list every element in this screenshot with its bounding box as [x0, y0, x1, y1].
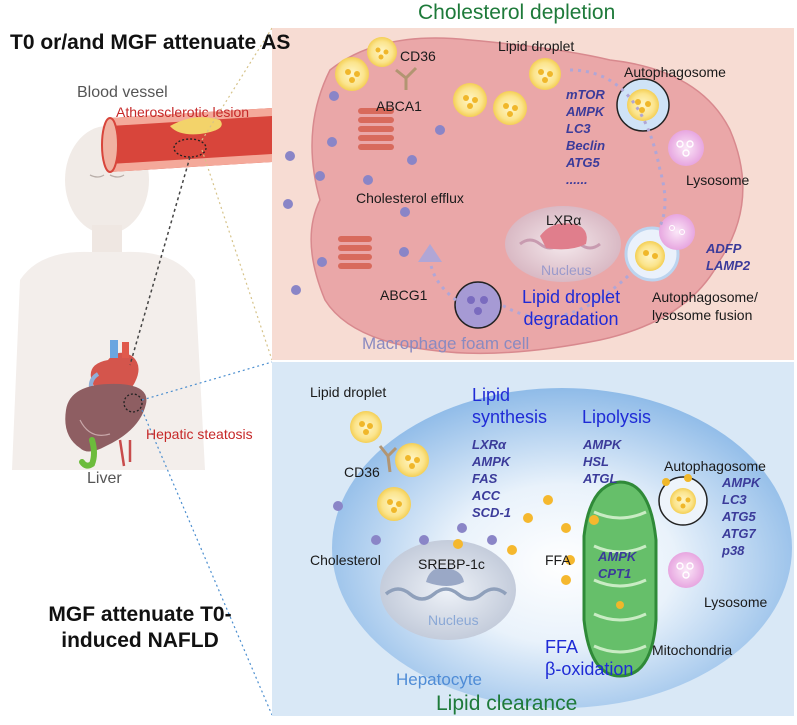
degradation-line1: Lipid droplet: [522, 287, 621, 307]
gene-ellipsis: ......: [566, 172, 588, 187]
atherosclerotic-lesion-label: Atherosclerotic lesion: [116, 104, 250, 120]
abca1-label: ABCA1: [376, 98, 422, 114]
fusion-label-line2: lysosome fusion: [652, 307, 753, 323]
gene-fas: FAS: [472, 471, 498, 486]
synthesis-gene-list: LXRα AMPK FAS ACC SCD-1: [472, 436, 511, 521]
blood-vessel-icon: [101, 108, 272, 173]
autophagosome-label-top: Autophagosome: [624, 64, 726, 80]
gene-hsl: HSL: [583, 454, 609, 469]
srebp-label: SREBP-1c: [418, 556, 485, 572]
vessel-heart-connector: [129, 156, 191, 366]
lipid-droplets-bottom: [350, 411, 429, 521]
zoom-line-bottom-2: [141, 409, 273, 716]
zoom-line-top-2: [201, 149, 273, 361]
blood-vessel-label: Blood vessel: [77, 84, 168, 101]
pathway-arrow-top-right: [569, 68, 667, 227]
gene-acc: ACC: [472, 488, 501, 503]
gene-mtor: mTOR: [566, 87, 605, 102]
lipid-synthesis-label: Lipid synthesis: [472, 384, 547, 428]
gene-ampk-aut: AMPK: [722, 475, 761, 490]
gene-atg5: ATG5: [566, 155, 600, 170]
gene-lamp2: LAMP2: [706, 258, 751, 273]
lysosome-label-bottom: Lysosome: [704, 594, 768, 610]
liver-label: Liver: [87, 470, 122, 487]
macrophage-label: Macrophage foam cell: [362, 334, 530, 353]
lxr-label: LXRα: [546, 212, 582, 228]
mito-gene-list: AMPK CPT1: [598, 548, 636, 582]
lipid-droplet-degradation-label: Lipid droplet degradation: [522, 286, 620, 330]
gene-lc3-aut: LC3: [722, 492, 747, 507]
cd36-label-bottom: CD36: [344, 464, 380, 480]
gene-ampk-syn: AMPK: [472, 454, 511, 469]
autophagosome-bottom: [658, 474, 708, 526]
beta-line2: β-oxidation: [545, 659, 634, 679]
arrow-head-icon: [418, 244, 442, 262]
autolysosome-top: [624, 214, 695, 282]
synthesis-line1: Lipid: [472, 385, 511, 405]
synthesis-line2: synthesis: [472, 407, 548, 427]
hepatocyte-label: Hepatocyte: [396, 670, 482, 689]
lipid-droplet-label-bottom: Lipid droplet: [310, 384, 387, 400]
abcg1-label: ABCG1: [380, 287, 428, 303]
cholesterol-label: Cholesterol: [310, 552, 381, 568]
gene-atgl: ATGL: [583, 471, 618, 486]
gene-atg7: ATG7: [722, 526, 756, 541]
bottom-panel-heading: MGF attenuate T0-induced NAFLD: [48, 603, 232, 652]
gene-lc3: LC3: [566, 121, 591, 136]
gene-adfp: ADFP: [706, 241, 742, 256]
autophagy-gene-list-bottom: AMPK LC3 ATG5 ATG7 p38: [722, 474, 760, 559]
gene-p38: p38: [722, 543, 745, 558]
top-section-title: Cholesterol depletion: [418, 1, 616, 24]
hepatic-steatosis-label: Hepatic steatosis: [146, 426, 253, 442]
cd36-receptor-icon-bottom: [378, 445, 398, 473]
gene-ampk-mito: AMPK: [598, 549, 637, 564]
autophagosome-top: [616, 78, 670, 132]
nucleus-label-top: Nucleus: [541, 262, 592, 278]
autophagy-gene-list-top: mTOR AMPK LC3 Beclin ATG5 ......: [566, 86, 605, 188]
lipolysis-gene-list: AMPK HSL ATGL: [583, 436, 621, 487]
gene-atg5-aut: ATG5: [722, 509, 756, 524]
gene-ampk: AMPK: [566, 104, 605, 119]
gene-scd1: SCD-1: [472, 505, 512, 520]
fusion-label-line1: Autophagosome/: [652, 289, 758, 305]
gene-beclin: Beclin: [566, 138, 606, 153]
liver-icon: [65, 383, 147, 469]
lipid-droplets-top: [335, 37, 561, 125]
lysosome-label-top: Lysosome: [686, 172, 750, 188]
cd36-label-top: CD36: [400, 48, 436, 64]
fusion-label: Autophagosome/ lysosome fusion: [652, 288, 758, 324]
cholesterol-dots-top: [283, 91, 445, 295]
lysosome-bottom: [668, 552, 704, 588]
abca1-transporter: [358, 108, 394, 150]
beta-line1: FFA: [545, 637, 579, 657]
degrading-droplet: [454, 281, 502, 329]
gene-cpt1: CPT1: [598, 566, 632, 581]
gene-lxr: LXRα: [472, 437, 507, 452]
lysosome-top: [668, 130, 704, 166]
fusion-gene-list: ADFP LAMP2: [706, 240, 750, 274]
zoom-line-top-1: [201, 27, 273, 141]
top-panel-heading: T0 or/and MGF attenuate AS: [10, 31, 291, 54]
degradation-line2: degradation: [523, 309, 619, 329]
cd36-receptor-icon: [395, 66, 418, 90]
ffa-dots: [453, 495, 599, 585]
beta-oxidation-label: FFA β-oxidation: [545, 636, 633, 680]
autophagosome-label-bottom: Autophagosome: [664, 458, 766, 474]
bottom-section-title: Lipid clearance: [436, 692, 578, 715]
mitochondria-icon: [582, 480, 658, 678]
lipid-droplet-label-top: Lipid droplet: [498, 38, 575, 54]
gene-ampk-lip: AMPK: [583, 437, 622, 452]
lipolysis-label: Lipolysis: [582, 407, 652, 427]
cholesterol-dots-bottom: [333, 501, 497, 545]
cholesterol-efflux-label: Cholesterol efflux: [356, 190, 464, 206]
ffa-label: FFA: [545, 552, 571, 568]
mitochondria-label: Mitochondria: [652, 642, 733, 658]
abcg1-transporter: [338, 236, 372, 269]
nucleus-label-bottom: Nucleus: [428, 612, 479, 628]
